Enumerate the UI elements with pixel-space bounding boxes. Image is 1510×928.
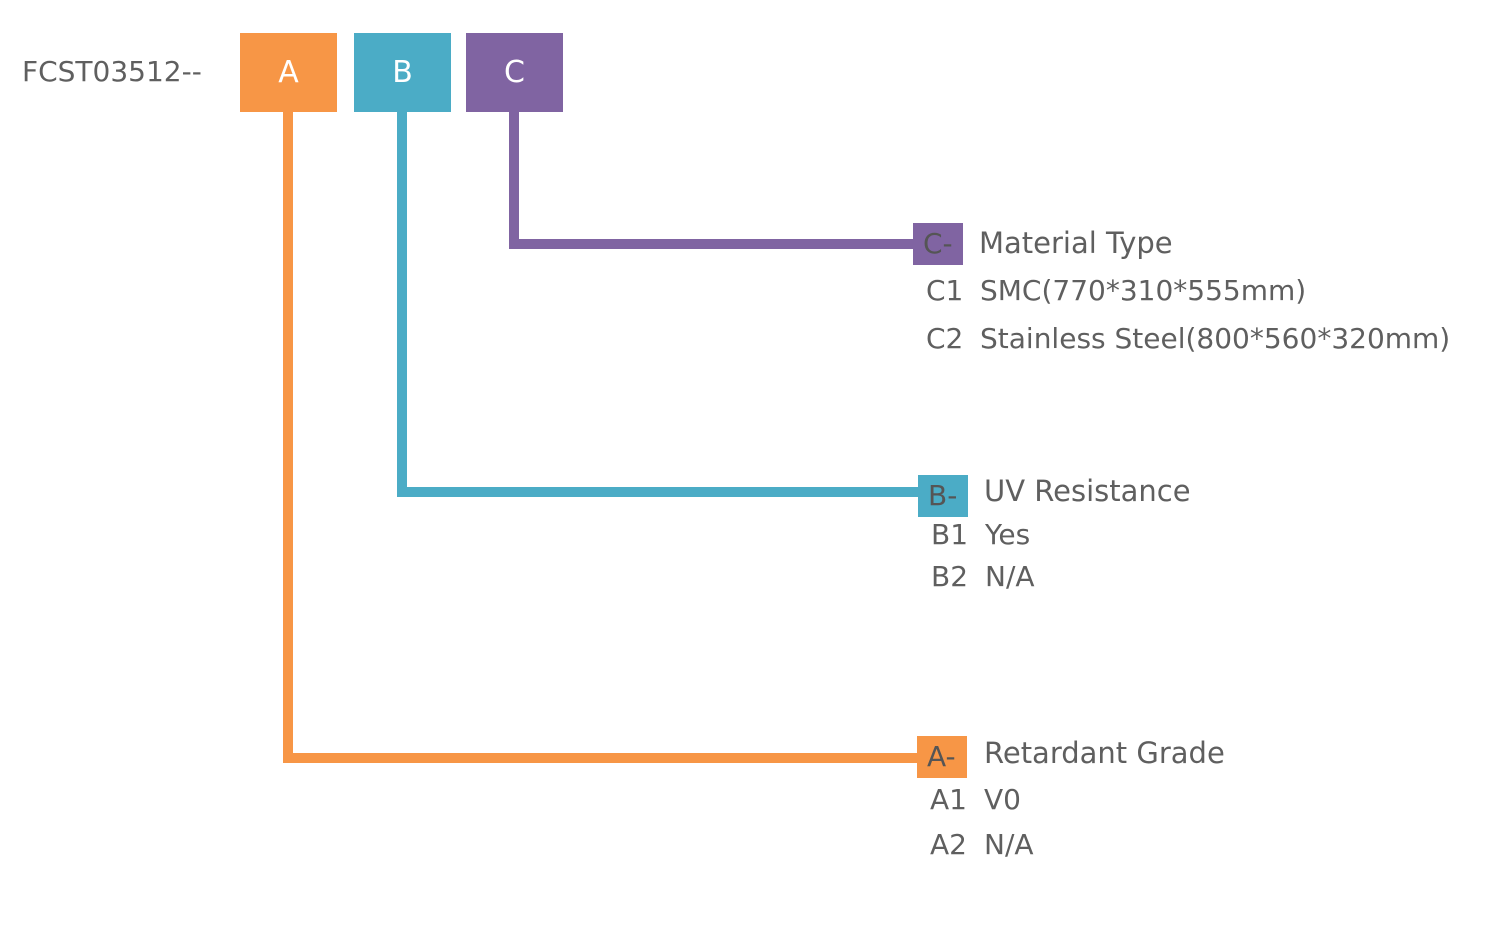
model-prefix: FCST03512-- [22,55,202,88]
group-c-tag: C- [913,223,963,265]
option-code: B1 [931,518,969,551]
group-a-title: Retardant Grade [984,736,1225,770]
group-a-option-2: A2 N/A [930,825,1034,865]
connector-a-vertical [283,112,293,763]
option-code: A2 [930,828,967,861]
option-label: SMC(770*310*555mm) [980,274,1307,307]
group-c-option-1: C1 SMC(770*310*555mm) [926,271,1306,311]
connector-a-horizontal [283,753,920,763]
connector-c-vertical [509,112,519,249]
code-box-a: A [240,33,337,112]
group-c-title: Material Type [979,226,1173,260]
option-label: V0 [984,783,1021,816]
group-b-option-2: B2 N/A [931,557,1035,597]
option-label: N/A [984,828,1034,861]
option-code: C2 [926,322,964,355]
group-a-option-1: A1 V0 [930,780,1021,820]
option-code: A1 [930,783,967,816]
group-b-option-1: B1 Yes [931,515,1030,555]
option-label: Stainless Steel(800*560*320mm) [980,322,1451,355]
option-label: N/A [985,560,1035,593]
group-c-option-2: C2 Stainless Steel(800*560*320mm) [926,319,1450,359]
code-box-b: B [354,33,451,112]
group-a-tag: A- [917,736,967,778]
connector-c-horizontal [509,239,915,249]
connector-b-horizontal [397,487,920,497]
option-label: Yes [985,518,1031,551]
group-b-tag: B- [918,475,968,517]
option-code: C1 [926,274,964,307]
connector-b-vertical [397,112,407,497]
group-b-title: UV Resistance [984,474,1191,508]
code-box-c: C [466,33,563,112]
option-code: B2 [931,560,969,593]
